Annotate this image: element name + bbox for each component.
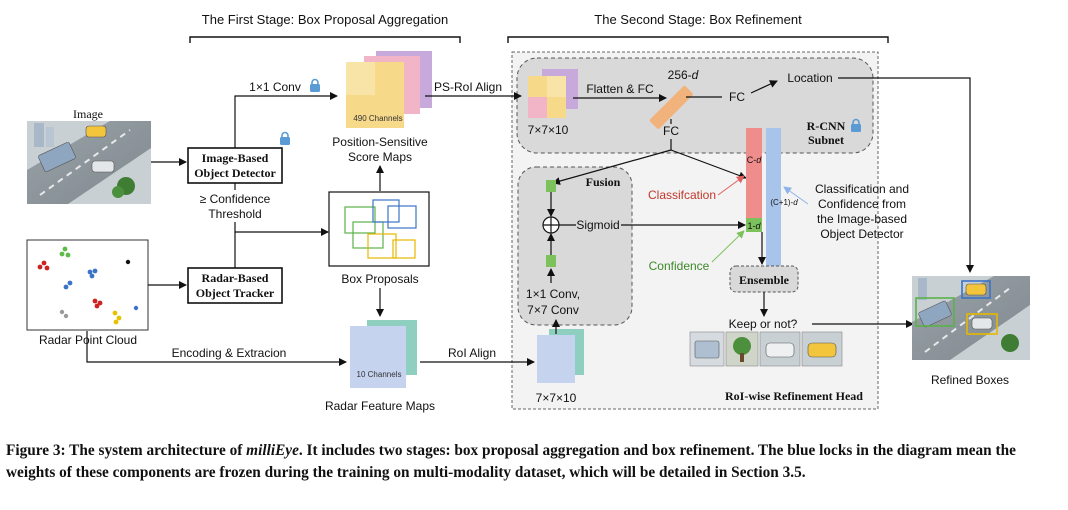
caption-rest: . It includes two stages: box proposal a…	[6, 442, 1016, 481]
ps-channels-label: 490 Channels	[353, 114, 402, 123]
radar-channels-label: 10 Channels	[357, 370, 402, 379]
confidence-threshold-line2: Threshold	[208, 207, 261, 221]
image-detector-line2: Object Detector	[194, 166, 276, 180]
second-stage-title: The Second Stage: Box Refinement	[594, 12, 802, 27]
radar-tracker-line2: Object Tracker	[196, 286, 275, 300]
from-detector-line1: Classification and	[815, 182, 909, 196]
rcnn-dim-label: 7×7×10	[528, 123, 569, 137]
box-proposals-block	[328, 191, 430, 267]
conv-stack-line2: 7×7 Conv	[527, 303, 579, 317]
radar-head-cube	[537, 329, 584, 383]
from-detector-line3: the Image-based	[817, 212, 907, 226]
encoding-label: Encoding & Extracion	[172, 346, 287, 360]
c-d-d: d	[756, 155, 762, 165]
classification-pointer	[717, 175, 745, 196]
confidence-pointer	[711, 230, 745, 263]
ps-roi-align-label: PS-RoI Align	[434, 80, 502, 94]
radar-tracker-line1: Radar-Based	[202, 271, 269, 285]
first-stage-bracket	[189, 36, 461, 43]
ensemble-label: Ensemble	[739, 273, 790, 287]
object-thumbnails	[689, 331, 843, 367]
classification-label: Classifcation	[648, 188, 716, 202]
confidence-label: Confidence	[649, 259, 710, 273]
fusion-box	[517, 166, 633, 326]
sigmoid-label: Sigmoid	[576, 218, 619, 232]
proposal-boxes	[344, 199, 417, 259]
fusion-fc-feature	[546, 180, 556, 192]
fc-to-location-arrow	[750, 80, 778, 94]
conv-stack-line1: 1×1 Conv,	[526, 287, 580, 301]
c1-d-text: (C+1)-	[770, 198, 793, 207]
conv-lock-icon	[309, 78, 321, 93]
location-label: Location	[787, 71, 832, 85]
fc-256-bar	[649, 85, 693, 129]
from-detector-line4: Object Detector	[820, 227, 903, 241]
radar-maps-label: Radar Feature Maps	[325, 399, 435, 413]
fc-bottom-label: FC	[663, 124, 679, 138]
fusion-label: Fusion	[586, 175, 621, 189]
radar-tracker-block	[187, 267, 283, 304]
roi-align-label: RoI Align	[448, 346, 496, 360]
rcnn-subnet-line1: R-CNN	[807, 119, 846, 133]
image-detector-line1: Image-Based	[202, 151, 269, 165]
ps-score-maps	[346, 51, 432, 128]
rcnn-subnet-line2: Subnet	[808, 133, 844, 147]
confidence-threshold-line1: ≥ Confidence	[200, 192, 271, 206]
keep-label: Keep or not?	[729, 317, 798, 331]
classification-bar	[746, 128, 762, 218]
add-operator-cross	[543, 217, 559, 233]
architecture-diagram: The First Stage: Box Proposal Aggregatio…	[26, 12, 1030, 413]
rcnn-subnet-box	[516, 57, 874, 154]
rcnn-feature-cube	[528, 69, 578, 118]
fc-to-classification-arrow	[670, 149, 747, 180]
street-image	[27, 121, 151, 204]
conv-label: 1×1 Conv	[249, 80, 301, 94]
one-d-d: d	[756, 221, 762, 231]
image-detector-block	[187, 147, 283, 184]
from-detector-pointer	[783, 186, 809, 205]
detector-to-proposals-arrow	[234, 222, 329, 236]
refined-image	[912, 276, 1030, 360]
radar-point-cloud	[26, 239, 149, 331]
radar-label: Radar Point Cloud	[39, 333, 137, 347]
encoding-arrow	[86, 331, 347, 366]
confidence-bar	[746, 218, 762, 232]
figure-caption: Figure 3: The system architecture of mil…	[6, 440, 1062, 484]
conv-path-arrow	[234, 92, 338, 148]
caption-name: milliEye	[246, 442, 299, 459]
flatten-fc-label: Flatten & FC	[586, 82, 654, 96]
dim-256-label: 256-d	[668, 68, 699, 82]
ps-maps-line1: Position-Sensitive	[332, 135, 428, 149]
fc-to-fusion-arrow	[552, 149, 672, 185]
c-d-label: C-d	[747, 155, 763, 165]
from-detector-line2: Confidence from	[818, 197, 906, 211]
dim-256-d: d	[692, 68, 699, 82]
refined-boxes-label: Refined Boxes	[931, 373, 1009, 387]
one-d-label: 1-d	[747, 221, 761, 231]
c-d-text: C-	[747, 155, 757, 165]
fc-right-label: FC	[729, 90, 745, 104]
first-stage-title: The First Stage: Box Proposal Aggregatio…	[202, 12, 448, 27]
one-d-text: 1-	[747, 221, 755, 231]
head-dim-label: 7×7×10	[536, 391, 577, 405]
location-to-output-arrow	[838, 77, 974, 273]
caption-prefix: Figure 3: The system architecture of	[6, 442, 247, 459]
fusion-conv-feature	[546, 255, 556, 267]
image-label: Image	[73, 107, 103, 121]
c1-d-d: d	[793, 198, 798, 207]
c1-d-label: (C+1)-d	[770, 198, 798, 207]
box-proposals-label: Box Proposals	[341, 272, 418, 286]
radar-points	[37, 246, 139, 325]
radar-feature-maps	[350, 320, 417, 388]
refinement-head-title: RoI-wise Refinement Head	[725, 389, 863, 403]
ps-maps-line2: Score Maps	[348, 150, 412, 164]
dim-256-number: 256-	[668, 68, 692, 82]
second-stage-bracket	[507, 36, 889, 43]
detector-lock-icon	[279, 131, 291, 146]
combined-bar	[766, 128, 781, 268]
